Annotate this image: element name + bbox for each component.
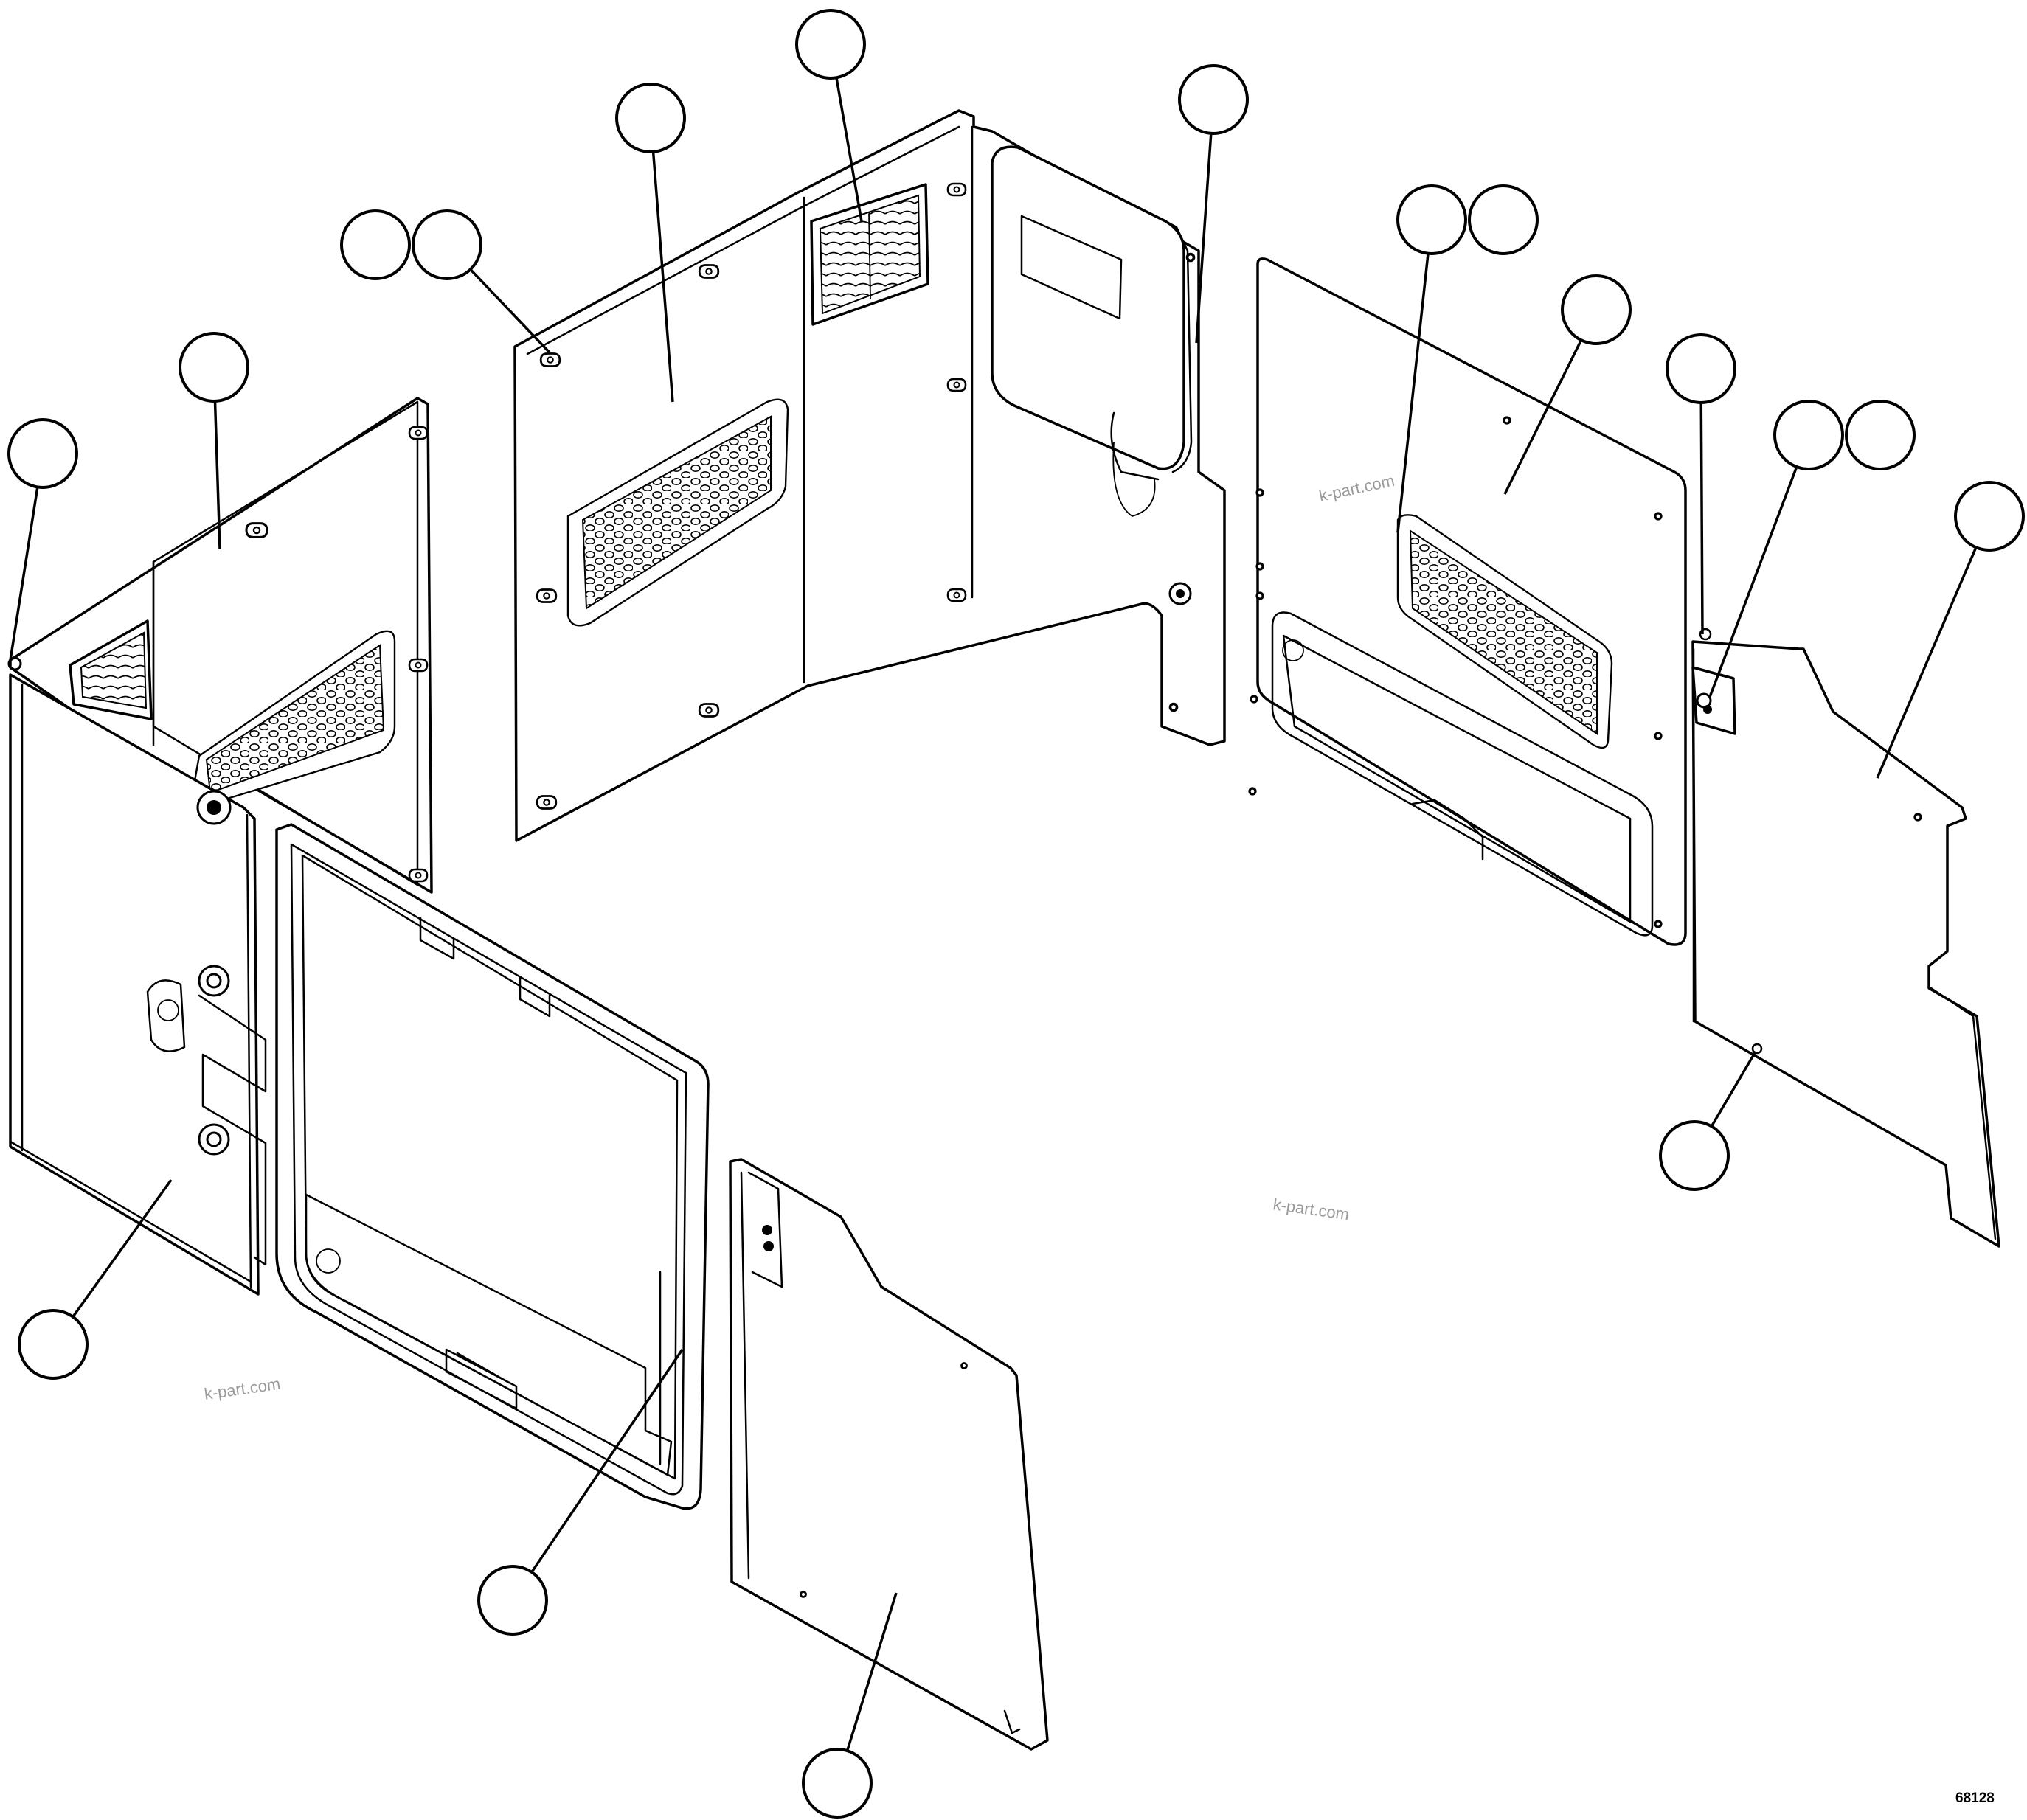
- callout-balloon: [1659, 1051, 1757, 1191]
- hinge-boss-upper: [196, 790, 232, 825]
- rear-wall-panel: [513, 109, 1226, 842]
- callout-balloon: [340, 209, 411, 280]
- hinge-boss-middle: [198, 965, 230, 997]
- right-side-plate: [1691, 628, 2000, 1248]
- callout-balloons: [7, 9, 2025, 1819]
- callout-balloon: [795, 9, 866, 222]
- left-door-panel: [275, 823, 710, 1510]
- callout-balloon: [412, 209, 551, 354]
- callout-balloon: [1708, 400, 1844, 698]
- callout-balloon: [802, 1592, 898, 1819]
- figure-number: 68128: [1955, 1791, 1995, 1806]
- callout-balloon: [18, 1178, 173, 1380]
- callout-balloon: [1666, 333, 1736, 635]
- right-door-panel: [1248, 257, 1687, 946]
- watermark-left: k-part.com: [203, 1375, 281, 1403]
- callout-balloon: [179, 332, 249, 550]
- callout-balloon: [1845, 400, 1916, 470]
- callout-balloon: [477, 1349, 684, 1636]
- callout-balloon: [1178, 64, 1249, 344]
- watermark-center: k-part.com: [1272, 1195, 1350, 1223]
- front-kick-panel: [729, 1158, 1049, 1751]
- callout-balloon: [1468, 184, 1539, 255]
- hinge-boss-lower: [198, 1123, 230, 1156]
- callout-balloon: [1503, 274, 1632, 495]
- callout-balloon: [7, 418, 78, 661]
- callout-balloon: [1876, 481, 2025, 779]
- callout-balloon: [1396, 184, 1467, 533]
- left-side-panel: [7, 397, 433, 1296]
- callout-balloon: [615, 83, 686, 403]
